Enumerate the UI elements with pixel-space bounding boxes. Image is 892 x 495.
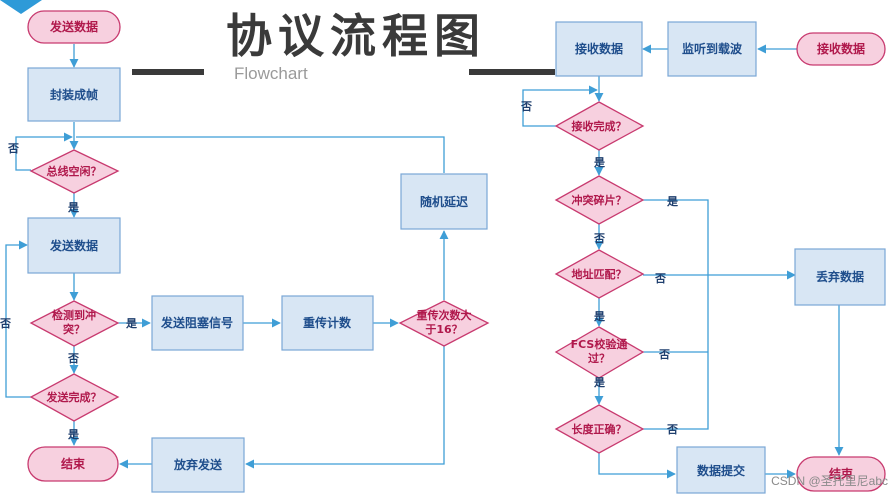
svg-text:丢弃数据: 丢弃数据 xyxy=(816,269,864,284)
svg-text:接收数据: 接收数据 xyxy=(817,41,865,56)
svg-text:重传次数大: 重传次数大 xyxy=(417,308,472,322)
retries-exceed-decision: 重传次数大 于16？ xyxy=(398,300,490,347)
corner-decoration xyxy=(0,0,42,14)
svg-text:发送数据: 发送数据 xyxy=(49,238,98,253)
receive-flow-edges xyxy=(522,44,844,479)
send-start-node: 发送数据 xyxy=(27,10,121,44)
label-no-bus-idle: 否 xyxy=(7,142,19,155)
svg-text:总线空闲？: 总线空闲？ xyxy=(47,164,102,178)
receive-complete-decision: 接收完成？ xyxy=(554,101,645,151)
label-yes-bus-idle: 是 xyxy=(67,201,80,214)
svg-text:于16？: 于16？ xyxy=(425,323,462,336)
svg-text:结束: 结束 xyxy=(829,466,854,481)
label-no-send-complete: 否 xyxy=(0,317,11,330)
bus-idle-decision: 总线空闲？ xyxy=(29,149,120,194)
svg-text:过？: 过？ xyxy=(588,351,610,365)
svg-text:发送数据: 发送数据 xyxy=(49,19,98,34)
submit-data-node: 数据提交 xyxy=(676,446,766,494)
random-delay-node: 随机延迟 xyxy=(400,173,488,230)
receive-data-node: 接收数据 xyxy=(555,21,643,77)
edge-labels: 否 是 是 否 否 是 否 是 是 否 否 是 否 是 否 xyxy=(0,100,679,441)
send-jam-signal-node: 发送阻塞信号 xyxy=(151,295,244,351)
svg-text:封装成帧: 封装成帧 xyxy=(50,87,98,102)
svg-text:监听到载波: 监听到载波 xyxy=(682,41,743,56)
svg-text:重传计数: 重传计数 xyxy=(303,315,352,330)
encapsulate-frame-node: 封装成帧 xyxy=(27,67,121,122)
fcs-check-decision: FCS校验通 过？ xyxy=(554,326,645,379)
send-flow-edges xyxy=(5,44,449,469)
collision-fragment-decision: 冲突碎片？ xyxy=(554,175,645,225)
label-no-fcs: 否 xyxy=(658,348,670,361)
receive-start-node: 接收数据 xyxy=(796,32,886,66)
svg-text:结束: 结束 xyxy=(61,456,86,471)
svg-text:放弃发送: 放弃发送 xyxy=(173,457,223,472)
label-yes-collision: 是 xyxy=(125,317,138,330)
label-no-length: 否 xyxy=(666,423,678,436)
svg-text:检测到冲: 检测到冲 xyxy=(52,308,96,322)
label-yes-send-complete: 是 xyxy=(67,428,80,441)
svg-text:数据提交: 数据提交 xyxy=(697,463,745,478)
label-yes-fragment: 是 xyxy=(666,195,679,208)
watermark: CSDN @圣托里尼abc xyxy=(771,474,888,488)
page-subtitle: Flowchart xyxy=(234,64,308,83)
detect-collision-decision: 检测到冲 突？ xyxy=(29,300,120,347)
label-no-address: 否 xyxy=(654,272,666,285)
svg-text:FCS校验通: FCS校验通 xyxy=(571,337,628,351)
svg-text:突？: 突？ xyxy=(63,322,85,336)
send-end-node: 结束 xyxy=(27,446,119,482)
svg-text:地址匹配？: 地址匹配？ xyxy=(572,267,627,281)
svg-text:发送阻塞信号: 发送阻塞信号 xyxy=(160,315,233,330)
address-match-decision: 地址匹配？ xyxy=(554,249,645,299)
label-no-receive-complete: 否 xyxy=(520,100,532,113)
label-yes-receive-complete: 是 xyxy=(593,156,606,169)
title-bar-left xyxy=(132,69,204,75)
svg-text:长度正确？: 长度正确？ xyxy=(572,422,627,436)
carrier-sense-node: 监听到载波 xyxy=(667,21,757,77)
title-bar-right xyxy=(469,69,555,75)
svg-text:接收数据: 接收数据 xyxy=(575,41,623,56)
label-no-fragment: 否 xyxy=(593,232,605,245)
retransmit-count-node: 重传计数 xyxy=(281,295,374,351)
svg-text:发送完成？: 发送完成？ xyxy=(46,390,102,404)
svg-text:接收完成？: 接收完成？ xyxy=(572,119,627,133)
send-data-node: 发送数据 xyxy=(27,217,121,274)
receive-end-node: 结束 xyxy=(796,456,886,492)
abort-send-node: 放弃发送 xyxy=(151,437,245,493)
length-ok-decision: 长度正确？ xyxy=(554,404,645,454)
page-title: 协议流程图 xyxy=(226,9,486,63)
svg-text:冲突碎片？: 冲突碎片？ xyxy=(572,193,627,207)
discard-data-node: 丢弃数据 xyxy=(794,248,886,306)
label-yes-address: 是 xyxy=(593,310,606,323)
svg-text:随机延迟: 随机延迟 xyxy=(420,194,468,209)
label-yes-fcs: 是 xyxy=(593,376,606,389)
label-no-collision: 否 xyxy=(67,352,79,365)
send-complete-decision: 发送完成？ xyxy=(29,373,120,422)
